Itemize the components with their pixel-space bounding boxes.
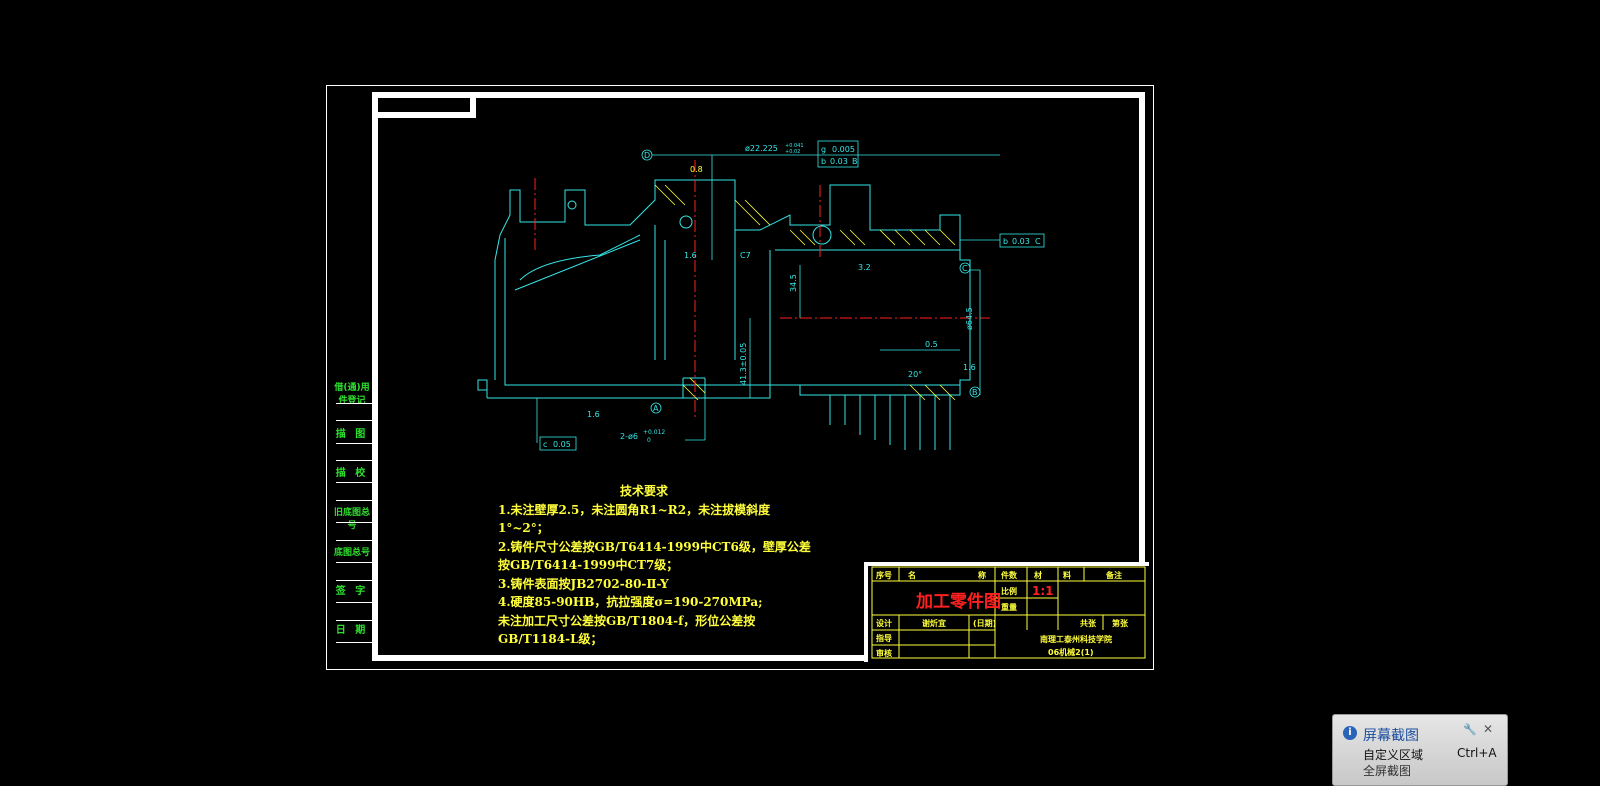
fcf4-symbol: c xyxy=(543,440,547,449)
weight-label: 重量 xyxy=(1001,603,1017,612)
drawing-border xyxy=(372,92,1145,661)
part-outline xyxy=(477,179,971,450)
design-label: 设计 xyxy=(876,619,892,628)
title-block: 序号 名 称 件数 材 料 备注 加工零件图 比例 1:1 重量 设计 谢炘宜 … xyxy=(864,562,1149,662)
shortcut-label: Ctrl+A xyxy=(1457,746,1497,760)
holes-dim: 2-ø6 xyxy=(620,432,638,441)
fcf3-value: 0.03 xyxy=(1012,237,1030,246)
fcf2-symbol: b xyxy=(821,157,826,166)
scale-value: 1:1 xyxy=(1032,584,1054,598)
diameter-tol-upper: +0.041 xyxy=(785,143,804,149)
fcf3-datum: C xyxy=(1035,237,1041,246)
fcf1-value: 0.005 xyxy=(832,145,855,154)
tech-line: 1°~2°； xyxy=(498,521,549,535)
review-label: 审核 xyxy=(876,649,892,658)
roughness-1-6: 1.6 xyxy=(587,410,600,419)
tech-line: 3.铸件表面按JB2702-80-Ⅱ-Y xyxy=(498,576,669,591)
divider xyxy=(336,403,372,404)
wrench-icon[interactable]: 🔧 xyxy=(1463,723,1477,736)
tech-line: 按GB/T6414-1999中CT7级； xyxy=(498,558,679,572)
chamfer-label: C7 xyxy=(740,251,751,260)
diameter-dim: ø22.225 xyxy=(745,144,778,153)
divider xyxy=(336,420,372,421)
close-icon[interactable]: ✕ xyxy=(1483,722,1494,736)
dimension-lines xyxy=(536,140,1045,451)
tech-line: 4.硬度85-90HB，抗拉强度σ=190-270MPa; xyxy=(498,595,763,609)
fcf4-value: 0.05 xyxy=(553,440,571,449)
menu-item-fullscreen[interactable]: 全屏截图 xyxy=(1363,764,1412,778)
datum-c: C xyxy=(962,264,968,273)
popup-title: 屏幕截图 xyxy=(1363,728,1419,744)
left-label-trace: 描 图 xyxy=(335,429,369,440)
divider xyxy=(336,642,372,643)
header-name: 称 xyxy=(978,571,986,580)
fcf2-datum: B xyxy=(852,157,858,166)
tech-line: 未注加工尺寸公差按GB/T1804-f，形位公差按 xyxy=(498,613,756,628)
divider xyxy=(336,580,372,581)
hatching xyxy=(654,184,956,401)
fcf1-symbol: g xyxy=(821,145,826,154)
holes-tol-upper: +0.012 xyxy=(643,429,665,436)
left-label-sign: 签 字 xyxy=(335,586,369,597)
roughness-3-2: 3.2 xyxy=(858,263,871,272)
tech-line: 1.未注壁厚2.5，未注圆角R1~R2，未注拔模斜度 xyxy=(498,502,771,517)
divider xyxy=(336,460,372,461)
fcf3-symbol: b xyxy=(1003,237,1008,246)
left-label-old-no: 旧底图总号 xyxy=(333,508,370,531)
scale-label: 比例 xyxy=(1001,587,1017,596)
divider xyxy=(336,562,372,563)
header-note: 备注 xyxy=(1106,571,1122,580)
divider xyxy=(336,540,372,541)
roughness-1-6: 1.6 xyxy=(684,251,697,260)
fcf2-value: 0.03 xyxy=(830,157,848,166)
dim-41-3: 41.3±0.05 xyxy=(739,343,748,385)
left-label-check: 描 校 xyxy=(335,468,369,479)
header-seq: 序号 xyxy=(876,571,892,580)
datum-d-label: D xyxy=(644,151,650,160)
centerlines xyxy=(534,160,990,420)
header-material: 材 xyxy=(1034,571,1042,580)
divider xyxy=(336,620,372,621)
sheet-total: 共张 xyxy=(1080,619,1096,628)
technical-requirements: 技术要求 1.未注壁厚2.5，未注圆角R1~R2，未注拔模斜度 1°~2°； 2… xyxy=(498,482,811,649)
roughness-0-8: 0.8 xyxy=(690,165,703,174)
menu-item-custom-region[interactable]: 自定义区域 xyxy=(1363,748,1424,762)
dim-34-5: 34.5 xyxy=(789,274,798,292)
dim-0-5: 0.5 xyxy=(925,340,938,349)
datum-b: B xyxy=(972,388,978,397)
tech-line: GB/T1184-L级； xyxy=(498,632,603,646)
angle-20: 20° xyxy=(908,370,922,379)
divider xyxy=(336,522,372,523)
date-label: (日期) xyxy=(973,619,997,628)
roughness-1-6: 1.6 xyxy=(963,363,976,372)
header-material: 料 xyxy=(1063,571,1071,580)
class-name: 06机械2(1) xyxy=(1048,648,1094,657)
header-qty: 件数 xyxy=(1001,571,1017,580)
divider xyxy=(336,482,372,483)
designer-name: 谢炘宜 xyxy=(922,619,946,628)
holes-tol-lower: 0 xyxy=(647,437,651,444)
screenshot-popup[interactable]: i 屏幕截图 🔧 ✕ 自定义区域 Ctrl+A 全屏截图 xyxy=(1332,714,1508,786)
guide-label: 指导 xyxy=(876,634,892,643)
diameter-tol-lower: +0.02 xyxy=(785,149,800,155)
dim-64-5: ø64.5 xyxy=(965,307,974,330)
sheet-number: 第张 xyxy=(1112,619,1128,628)
school-name: 南理工泰州科技学院 xyxy=(1040,635,1112,644)
tech-title: 技术要求 xyxy=(620,484,669,498)
header-name: 名 xyxy=(908,571,916,580)
left-label-base-no: 底图总号 xyxy=(333,548,370,558)
divider xyxy=(336,602,372,603)
divider xyxy=(336,500,372,501)
left-label-date: 日 期 xyxy=(335,625,369,636)
tech-line: 2.铸件尺寸公差按GB/T6414-1999中CT6级，壁厚公差 xyxy=(498,539,811,554)
datum-a: A xyxy=(653,404,659,413)
title-block-grid xyxy=(871,566,1146,659)
drawing-code-box xyxy=(372,92,476,118)
drawing-outer-frame xyxy=(326,85,1154,670)
left-label-borrow: 借(通)用件登记 xyxy=(334,383,370,406)
drawing-name: 加工零件图 xyxy=(916,592,1001,612)
info-icon: i xyxy=(1343,726,1357,740)
divider xyxy=(336,443,372,444)
